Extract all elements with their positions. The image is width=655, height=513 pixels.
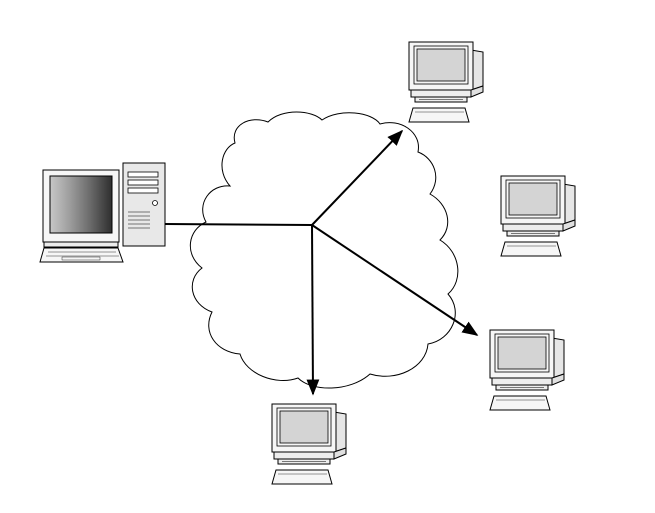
client-bottom	[271, 403, 347, 485]
client-right	[500, 175, 576, 257]
link-bottom	[306, 224, 320, 396]
server-keyboard	[39, 247, 124, 263]
client-lower-right	[489, 329, 565, 411]
client-top-right	[408, 41, 484, 123]
server-monitor	[42, 169, 120, 248]
server-tower	[122, 162, 166, 247]
link-server	[164, 223, 313, 226]
network-links	[164, 129, 479, 396]
link-lower-right	[311, 224, 479, 336]
cloud-icon	[189, 111, 459, 389]
link-top-right	[311, 129, 404, 226]
server-workstation	[39, 162, 166, 263]
